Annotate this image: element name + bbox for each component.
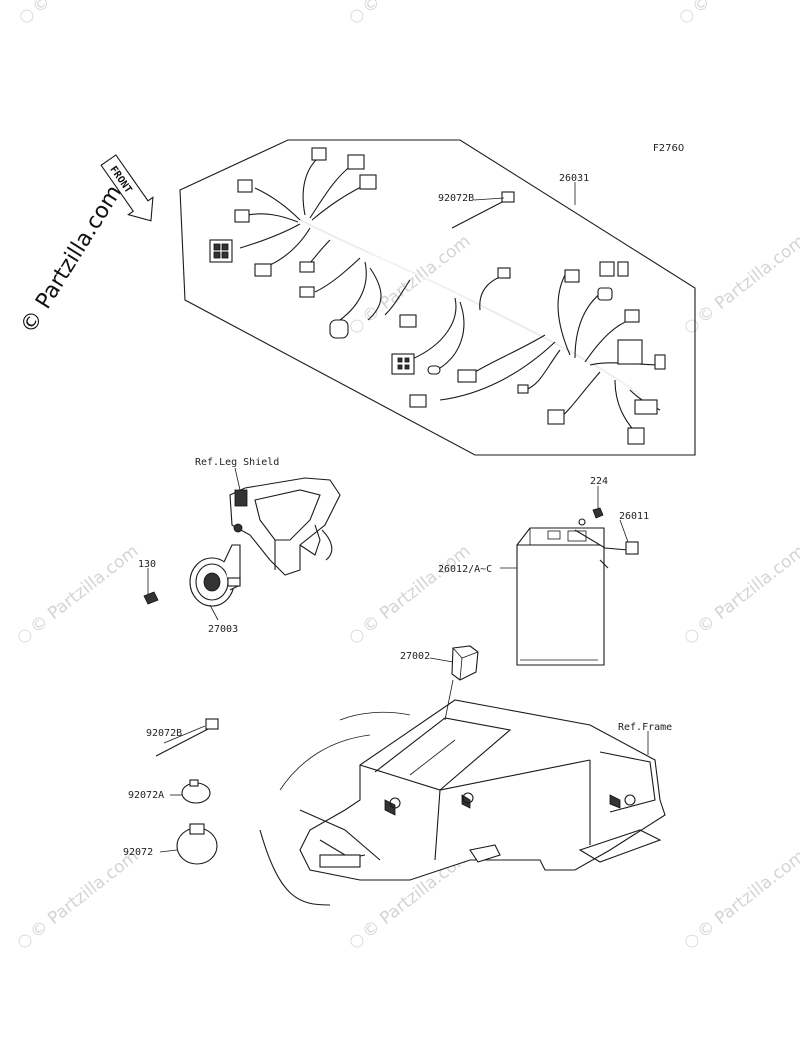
leg-shield-bracket xyxy=(229,477,341,576)
watermark-text: © Partzilla.com xyxy=(359,541,475,638)
part-label-26011: 26011 xyxy=(619,511,649,522)
battery-lead xyxy=(574,529,639,569)
horn xyxy=(189,544,241,607)
partzilla-logo: © Partzilla.com xyxy=(16,181,127,338)
band-92072a xyxy=(181,779,211,804)
watermark-text: © Partzilla.com xyxy=(694,231,800,328)
logo-text: © Partzilla.com xyxy=(16,181,127,338)
part-label-27002: 27002 xyxy=(400,651,430,662)
part-label-224: 224 xyxy=(590,476,608,487)
part-labels: 26031 92072B 224 26011 26012/A~C 130 270… xyxy=(123,173,672,858)
watermark-text: © Partzilla.com xyxy=(27,846,143,943)
watermark-text: © Partzilla.com xyxy=(689,0,800,18)
clip-92072b-lower xyxy=(155,718,219,757)
ref-label-frame: Ref.Frame xyxy=(618,722,672,733)
watermark-text: © Partzilla.com xyxy=(29,0,145,18)
part-label-26031: 26031 xyxy=(559,173,589,184)
battery xyxy=(516,527,605,666)
part-label-92072b-lower: 92072B xyxy=(146,728,182,739)
watermark-text: © Partzilla.com xyxy=(694,846,800,943)
frame xyxy=(259,699,666,906)
bolt-130 xyxy=(143,591,159,605)
watermark-text: © Partzilla.com xyxy=(359,231,475,328)
part-label-26012: 26012/A~C xyxy=(438,564,492,575)
leader-lines xyxy=(147,182,649,853)
relay xyxy=(451,645,479,681)
wiring-harness xyxy=(179,139,696,456)
clip-92072b-top xyxy=(451,191,515,229)
part-label-27003: 27003 xyxy=(208,624,238,635)
part-label-92072b: 92072B xyxy=(438,193,474,204)
band-92072 xyxy=(176,823,218,865)
part-label-130: 130 xyxy=(138,559,156,570)
ref-label-leg-shield: Ref.Leg Shield xyxy=(195,457,279,468)
figure-code: F2760 xyxy=(653,143,684,154)
part-label-92072: 92072 xyxy=(123,847,153,858)
watermark-text: © Partzilla.com xyxy=(359,0,475,18)
watermark-text: © Partzilla.com xyxy=(694,541,800,638)
screw-224 xyxy=(578,507,604,526)
watermark-text: © Partzilla.com xyxy=(27,541,143,638)
part-label-92072a: 92072A xyxy=(128,790,164,801)
